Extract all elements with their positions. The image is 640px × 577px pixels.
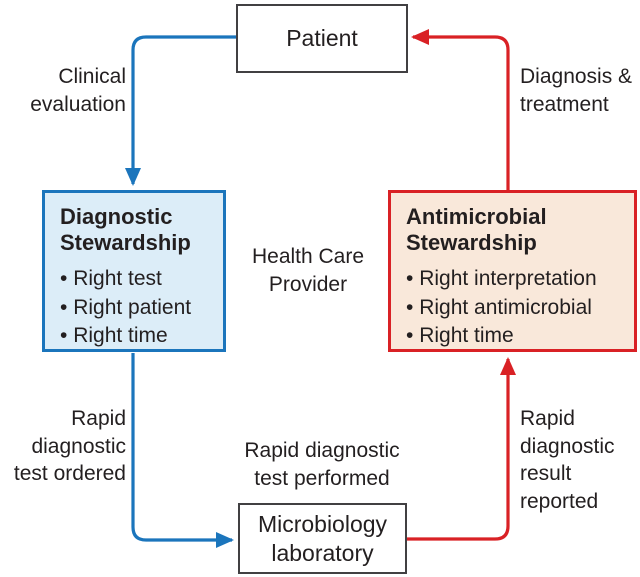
diagnostic-stewardship-list: Right test Right patient Right time [60, 265, 215, 351]
arrow-patient-to-diagnostic [125, 35, 236, 186]
microbiology-laboratory-box: Microbiology laboratory [238, 503, 407, 574]
arrow-antimicrobial-to-patient [411, 29, 510, 191]
antimicrobial-stewardship-list: Right interpretation Right antimicrobial… [406, 265, 626, 351]
diagnosis-treatment-label: Diagnosis & treatment [520, 65, 633, 116]
clinical-evaluation-label: Clinical evaluation [30, 65, 126, 116]
diagnostic-stewardship-title: Diagnostic Stewardship [60, 204, 191, 256]
list-item: Right test [60, 265, 215, 294]
rapid-result-reported-label: Rapid diagnostic result reported [520, 407, 615, 514]
list-item: Right time [60, 322, 215, 351]
antimicrobial-stewardship-box: Antimicrobial Stewardship Right interpre… [388, 190, 637, 352]
list-item: Right time [406, 322, 626, 351]
rapid-test-ordered-label: Rapid diagnostic test ordered [13, 407, 126, 486]
list-item: Right antimicrobial [406, 294, 626, 323]
patient-box: Patient [236, 4, 408, 73]
list-item: Right patient [60, 294, 215, 323]
list-item: Right interpretation [406, 265, 626, 294]
arrow-lab-to-antimicrobial [407, 357, 516, 541]
arrow-diagnostic-to-lab [131, 353, 234, 548]
diagnostic-stewardship-box: Diagnostic Stewardship Right test Right … [42, 190, 226, 352]
health-care-provider-label: Health Care Provider [251, 245, 365, 296]
antimicrobial-stewardship-title: Antimicrobial Stewardship [406, 204, 547, 256]
rapid-test-performed-label: Rapid diagnostic test performed [244, 439, 400, 490]
